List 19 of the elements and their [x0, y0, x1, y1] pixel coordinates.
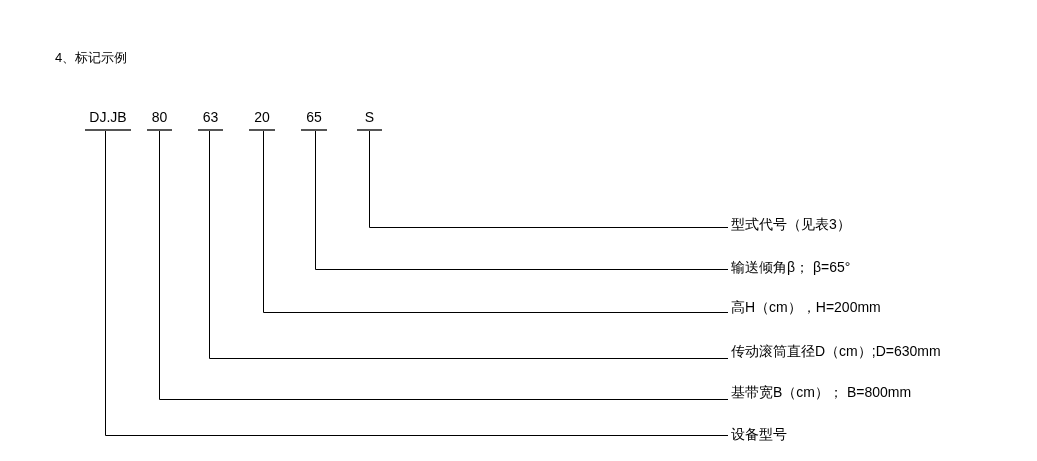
code-segment: 20 [249, 105, 275, 131]
leader-line [263, 130, 729, 313]
code-segment: 63 [198, 105, 223, 131]
leader-line [159, 130, 729, 400]
code-segment: S [357, 105, 382, 131]
leader-line [369, 130, 729, 228]
description-label: 基带宽B（cm）； B=800mm [731, 383, 912, 401]
code-segment: 65 [301, 105, 327, 131]
leader-line [105, 130, 729, 436]
code-segment: DJ.JB [85, 105, 131, 131]
description-label: 输送倾角β； β=65° [731, 258, 851, 276]
section-heading: 4、标记示例 [55, 49, 128, 67]
description-label: 型式代号（见表3） [731, 215, 851, 233]
description-label: 设备型号 [731, 425, 787, 443]
leader-line [315, 130, 729, 270]
code-segment: 80 [147, 105, 172, 131]
description-label: 传动滚筒直径D（cm）;D=630mm [731, 342, 941, 360]
leader-line [209, 130, 729, 359]
description-label: 高H（cm），H=200mm [731, 298, 881, 316]
